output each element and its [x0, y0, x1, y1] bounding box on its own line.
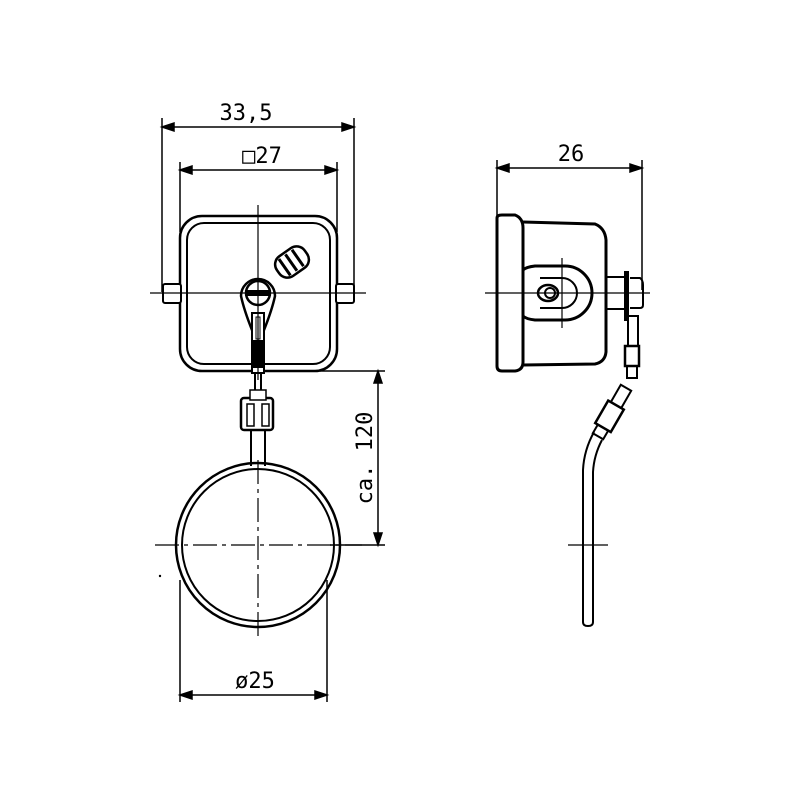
side-cable	[582, 383, 633, 628]
crimp-connector	[239, 373, 275, 432]
dimension-ring-diameter	[177, 580, 330, 702]
dim-label-cable-length: ca. 120	[353, 412, 378, 505]
centerlines-front	[150, 205, 366, 380]
side-view: 26	[485, 142, 650, 628]
dim-label-body-square: □27	[242, 144, 282, 169]
spring-coil-icon	[273, 245, 311, 279]
dimension-depth	[494, 160, 645, 290]
dim-label-overall-width: 33,5	[220, 101, 273, 126]
centerlines-side	[485, 258, 650, 546]
dim-label-depth: 26	[558, 142, 585, 167]
dimension-cable-length	[320, 368, 385, 548]
dim-label-ring-diameter: ø25	[235, 669, 275, 694]
side-flange	[495, 213, 525, 373]
side-terminal-plate	[624, 271, 629, 321]
dimension-overall-width	[159, 118, 357, 292]
dimension-body-square	[177, 162, 340, 232]
side-body	[522, 220, 608, 367]
centerlines-ring	[155, 460, 362, 640]
front-view: 33,5 □27	[150, 101, 385, 702]
